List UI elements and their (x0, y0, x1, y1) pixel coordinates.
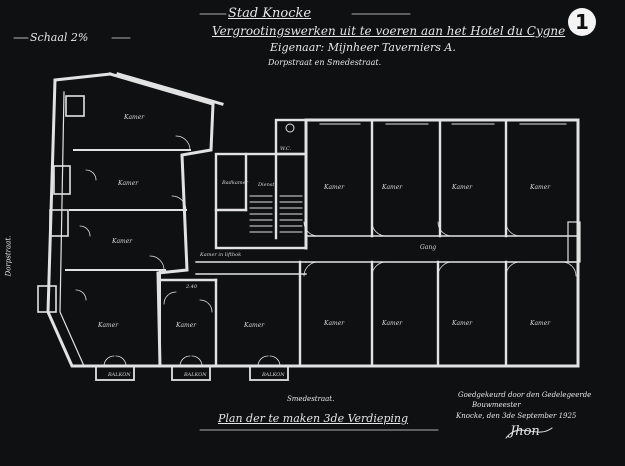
balcony-label: BALKON (184, 372, 207, 378)
room-label-small: W.C. (280, 146, 292, 152)
street-label-left: Dorpstraat. (4, 235, 13, 277)
staircase (249, 195, 303, 233)
street-label-bottom: Smedestraat. (287, 395, 335, 403)
scale-label: Schaal 2% (30, 31, 89, 44)
room-label: Kamer (324, 320, 345, 327)
room-label: Kamer (244, 322, 265, 329)
room-label: Kamer (124, 114, 145, 121)
floor-title: Plan der te maken 3de Verdieping (218, 412, 409, 425)
left-bay-windows (37, 95, 85, 313)
room-label-small: Badkamer (222, 180, 248, 186)
approval-line-3: Knocke, den 3de September 1925 (456, 412, 577, 420)
lift-shaft (567, 221, 581, 263)
signature: Jhon (510, 424, 540, 439)
right-wing-walls (158, 118, 580, 368)
title-city: Stad Knocke (228, 6, 312, 21)
balcony-label: BALKON (108, 372, 131, 378)
approval-line-2: Bouwmeester (472, 401, 521, 409)
room-label: Kamer (530, 320, 551, 327)
room-label: Kamer (176, 322, 197, 329)
room-label: Kamer (452, 320, 473, 327)
title-project: Vergrootingswerken uit te voeren aan het… (212, 24, 566, 38)
corridor-walls (195, 235, 579, 275)
approval-line-1: Goedgekeurd door den Gedelegeerde (458, 391, 592, 399)
room-label: Kamer (452, 184, 473, 191)
title-streets: Dorpstraat en Smedestraat. (268, 58, 382, 67)
room-label: Kamer (98, 322, 119, 329)
corridor-label: Gang (420, 244, 437, 251)
sheet-number-badge: 1 (568, 8, 596, 36)
room-label: Kamer (324, 184, 345, 191)
room-label: Kamer (382, 320, 403, 327)
balcony-label: BALKON (262, 372, 285, 378)
room-label: Kamer (382, 184, 403, 191)
room-label-small: 2.40 (186, 284, 198, 290)
balconies (95, 365, 289, 381)
room-label: Kamer (530, 184, 551, 191)
room-label: Kamer (118, 180, 139, 187)
title-owner: Eigenaar: Mijnheer Taverniers A. (270, 41, 456, 54)
room-label: Kamer (112, 238, 133, 245)
room-label-small: Dienst (258, 182, 275, 188)
room-label-small: Kamer in lifthok (200, 252, 242, 258)
